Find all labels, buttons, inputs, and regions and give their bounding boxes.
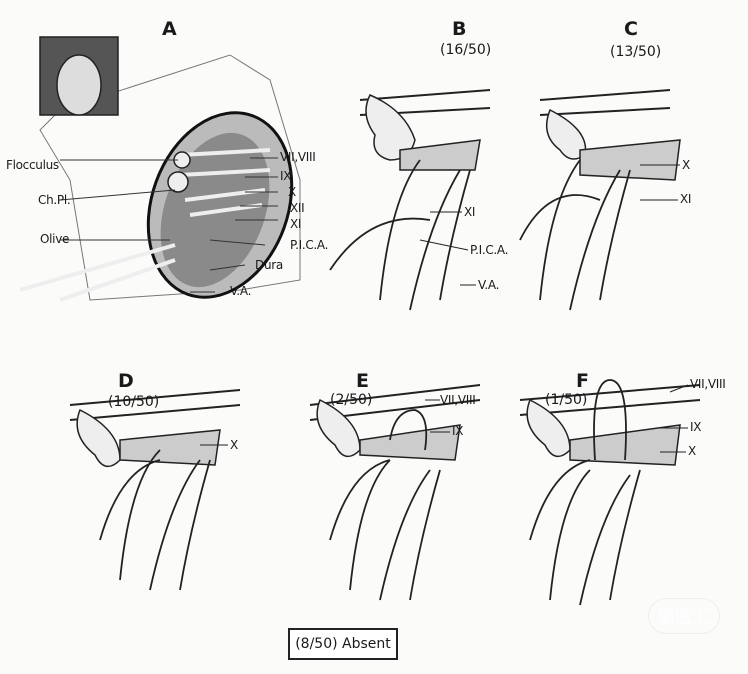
label-ch-pl: Ch.Pl. [38,193,71,207]
panel-c-drawing [519,89,681,311]
panel-a-drawing [19,36,301,302]
panel-e-letter: E [356,370,369,392]
panel-b-drawing [329,89,491,311]
label-c-x: X [682,158,690,172]
label-c-xi: XI [680,192,692,206]
panel-f-drawing [519,379,701,606]
label-f-vii-viii: VII,VIII [690,377,726,391]
panel-a-letter: A [162,18,177,40]
label-x: X [288,185,296,199]
panel-b-letter: B [452,18,467,40]
panel-c-frequency: (13/50) [610,44,662,60]
panel-c-letter: C [624,18,638,40]
panel-d-letter: D [118,370,134,392]
label-f-ix: IX [690,420,702,434]
label-dura: Dura [255,258,283,272]
panel-b-frequency: (16/50) [440,42,492,58]
label-b-pica: P.I.C.A. [470,243,509,257]
label-olive: Olive [40,232,70,246]
absent-label: (8/50) Absent [288,628,398,660]
label-va: V.A. [230,284,252,298]
label-flocculus: Flocculus [6,158,59,172]
watermark: 脑医汇 [648,598,720,634]
panel-e-frequency: (2/50) [330,392,373,408]
label-d-x: X [230,438,238,452]
label-xi: XI [290,217,302,231]
label-vii-viii: VII,VIII [280,150,316,164]
label-b-xi: XI [464,205,476,219]
label-f-x: X [688,444,696,458]
label-xii: XII [290,201,305,215]
panel-d-drawing [69,389,241,591]
label-pica: P.I.C.A. [290,238,329,252]
label-b-va: V.A. [478,278,500,292]
panel-d-frequency: (10/50) [108,394,160,410]
panel-e-drawing [309,384,481,601]
label-e-vii-viii: VII,VIII [440,393,476,407]
label-e-ix: IX [452,424,464,438]
panel-f-frequency: (1/50) [545,392,588,408]
label-ix: IX [280,169,292,183]
panel-f-letter: F [576,370,589,392]
